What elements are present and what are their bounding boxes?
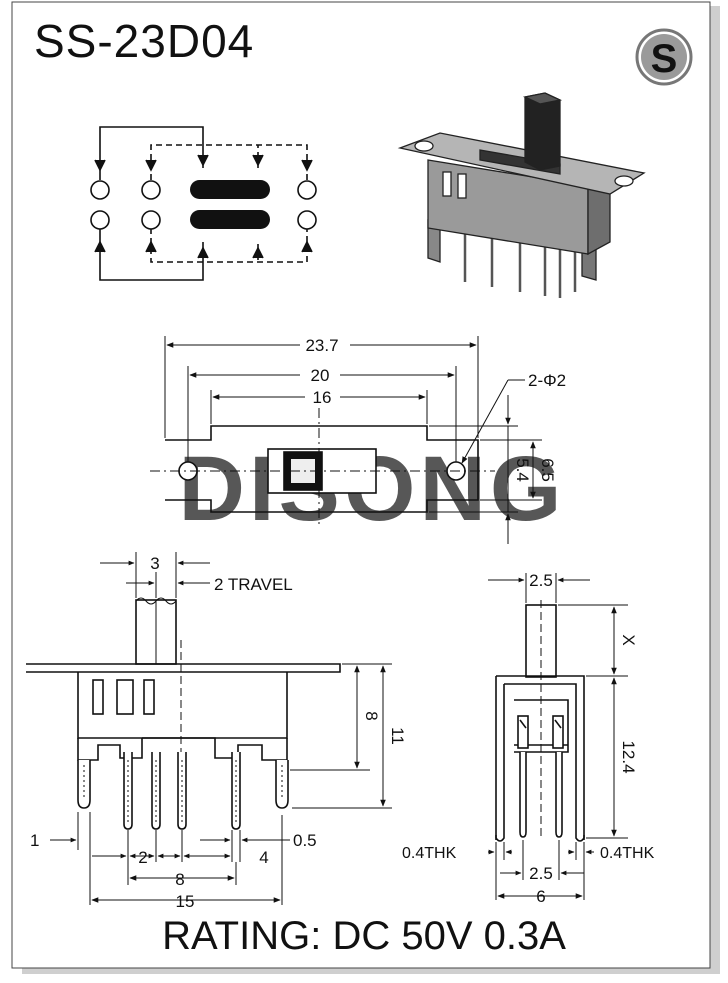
- dim-total-height: 11: [388, 727, 407, 745]
- dim-thk-left: 0.4THK: [402, 845, 457, 862]
- switch-schematic: [90, 126, 317, 281]
- dim-pin-span: 8: [175, 870, 184, 889]
- dim-end-height: 12.4: [619, 740, 638, 773]
- dim-pin-offset: 4: [259, 848, 268, 867]
- rating-text: RATING: DC 50V 0.3A: [162, 914, 566, 958]
- slider-bar-bottom: [190, 210, 270, 229]
- brand-logo: S: [635, 28, 693, 86]
- dim-pin-pitch: 2: [138, 848, 147, 867]
- top-view-labels: 23.7 20 16 2-Φ2 5.4 6.5: [305, 336, 566, 482]
- dim-flange-thickness: 1: [30, 831, 39, 850]
- dim-actuator-width-end: 2.5: [529, 571, 553, 590]
- end-view-dimensions: [488, 573, 628, 900]
- logo-letter: S: [651, 37, 678, 81]
- dim-overall-length: 23.7: [305, 336, 338, 355]
- top-view: [150, 408, 495, 528]
- dim-body-height: 8: [362, 711, 381, 720]
- side-view-labels: 3 2 TRAVEL 8 11 1 0.5 2 4 8 15: [30, 554, 407, 911]
- dim-thk-right: 0.4THK: [600, 845, 655, 862]
- dim-travel: 2 TRAVEL: [214, 575, 293, 594]
- dim-body-length: 16: [313, 388, 332, 407]
- end-view-labels: 2.5 X 12.4 0.4THK 0.4THK 2.5 6: [402, 571, 655, 906]
- dim-pin-thickness: 0.5: [293, 831, 317, 850]
- dim-mount-pitch: 20: [311, 366, 330, 385]
- dim-outer-height: 6.5: [538, 458, 557, 482]
- top-view-dimensions: [164, 336, 542, 544]
- switch-3d-view: [397, 92, 646, 298]
- dim-row-pitch: 2.5: [529, 864, 553, 883]
- side-view-dimensions: [50, 552, 392, 905]
- dim-inner-height: 5.4: [513, 458, 532, 482]
- dim-end-width: 6: [536, 887, 545, 906]
- slider-bar-top: [190, 180, 270, 199]
- dim-actuator-width: 3: [150, 554, 159, 573]
- dim-hole-callout: 2-Φ2: [528, 371, 566, 390]
- end-view: [495, 600, 585, 842]
- part-number-title: SS-23D04: [34, 15, 255, 67]
- dim-actuator-height: X: [619, 634, 638, 645]
- dim-overall-width: 15: [176, 892, 195, 911]
- side-view: [26, 597, 341, 830]
